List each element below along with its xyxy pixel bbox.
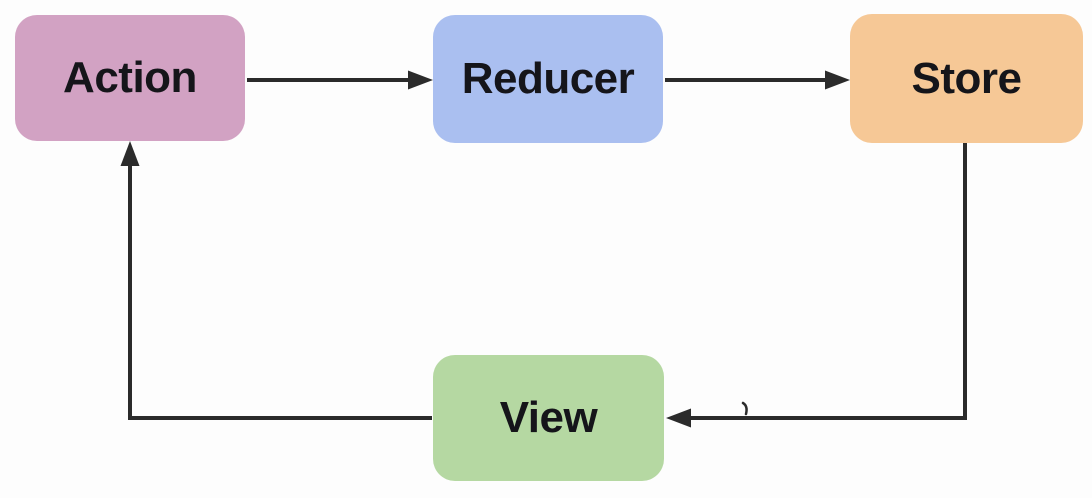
- edge-store-to-view-line: [689, 143, 967, 420]
- node-view: View: [433, 355, 664, 481]
- edge-action-to-reducer: [247, 70, 433, 90]
- edge-reducer-to-store: [665, 70, 850, 90]
- edge-view-to-action-line: [128, 165, 432, 420]
- node-view-label: View: [499, 393, 598, 442]
- edge-view-to-action: [120, 141, 432, 420]
- arrowhead-left-icon: [666, 408, 691, 428]
- stray-mark-artifact: [741, 401, 748, 416]
- edge-store-to-view: [666, 143, 967, 428]
- node-action-label: Action: [63, 53, 197, 102]
- arrowhead-right-icon: [825, 70, 850, 90]
- node-store-label: Store: [911, 53, 1022, 103]
- node-action: Action: [15, 15, 245, 141]
- node-reducer: Reducer: [433, 15, 663, 143]
- arrowhead-right-icon: [408, 70, 433, 90]
- arrowhead-up-icon: [120, 141, 140, 166]
- node-reducer-label: Reducer: [461, 54, 635, 103]
- node-store: Store: [850, 14, 1083, 143]
